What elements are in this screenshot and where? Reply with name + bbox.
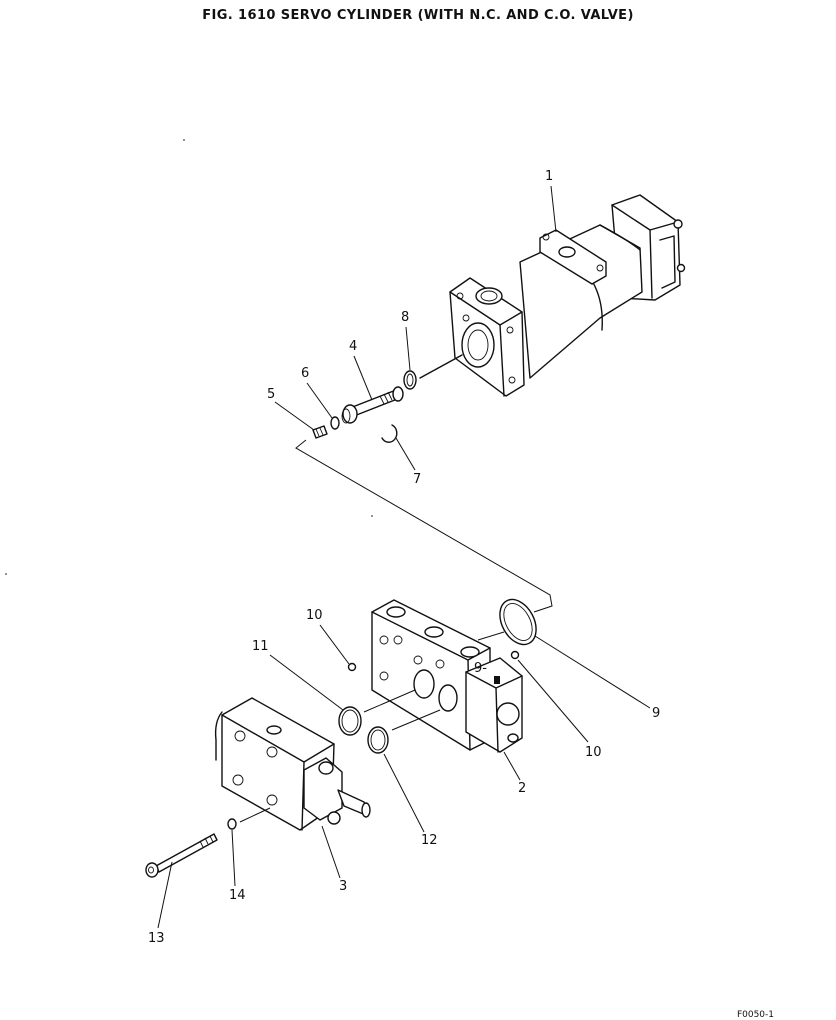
svg-text:8: 8 xyxy=(401,310,409,325)
drawing-code: F0050-1 xyxy=(736,1010,774,1020)
svg-text:1: 1 xyxy=(545,169,553,184)
scan-specks xyxy=(5,139,373,575)
svg-text:10: 10 xyxy=(585,745,602,760)
callout-2: 2 xyxy=(503,751,526,796)
callout-9: 9 xyxy=(534,635,660,721)
callout-13: 13 xyxy=(148,861,173,946)
callout-8: 8 xyxy=(401,310,411,371)
svg-text:10: 10 xyxy=(306,608,323,623)
part-7-snap-ring xyxy=(381,424,398,443)
svg-text:14: 14 xyxy=(229,888,246,903)
figure-title: FIG. 1610 SERVO CYLINDER (WITH N.C. AND … xyxy=(202,8,634,23)
part-1-servo-cylinder xyxy=(419,194,686,397)
svg-text:12: 12 xyxy=(421,833,438,848)
callout-11: 11 xyxy=(252,639,344,711)
callout-10-right: 10 xyxy=(517,659,602,760)
part-9-o-ring xyxy=(477,598,537,646)
part-8-o-ring xyxy=(403,370,417,390)
valve-marking: 9- xyxy=(474,661,487,676)
part-12-o-ring xyxy=(367,726,389,754)
part-5-plug xyxy=(312,425,328,439)
svg-text:4: 4 xyxy=(349,339,357,354)
part-4-stem xyxy=(341,386,404,424)
svg-text:2: 2 xyxy=(518,781,526,796)
callout-4: 4 xyxy=(349,339,373,401)
svg-text:7: 7 xyxy=(413,472,421,487)
callout-12: 12 xyxy=(383,753,438,848)
callout-1: 1 xyxy=(545,169,557,233)
part-10-o-ring-right xyxy=(510,650,520,660)
part-13-bolt xyxy=(145,833,218,878)
part-14-washer xyxy=(227,818,237,830)
part-3-valve-block xyxy=(214,697,371,831)
callout-7: 7 xyxy=(395,437,421,487)
svg-text:3: 3 xyxy=(339,879,347,894)
callout-5: 5 xyxy=(267,387,315,431)
part-2-valve-body: 9- xyxy=(363,599,523,753)
part-11-o-ring xyxy=(338,706,362,736)
assembly-link-line xyxy=(295,439,553,613)
part-10-o-ring-left xyxy=(347,662,357,672)
svg-text:13: 13 xyxy=(148,931,165,946)
callout-3: 3 xyxy=(321,825,347,894)
part-6-o-ring xyxy=(330,416,340,430)
callout-14: 14 xyxy=(229,829,246,903)
svg-text:6: 6 xyxy=(301,366,309,381)
callout-10-left: 10 xyxy=(306,608,350,665)
callout-6: 6 xyxy=(301,366,333,419)
svg-text:9: 9 xyxy=(652,706,660,721)
svg-text:11: 11 xyxy=(252,639,269,654)
svg-text:5: 5 xyxy=(267,387,275,402)
exploded-parts-diagram: 9- xyxy=(5,139,686,946)
